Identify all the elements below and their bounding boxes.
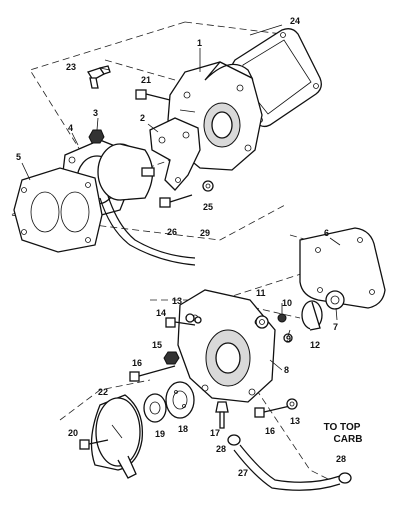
barb-fitting <box>215 401 229 429</box>
callout-16a: 16 <box>132 358 142 368</box>
fuel-hose-upper <box>99 195 196 266</box>
hose-clamp-right <box>338 472 352 484</box>
callout-24: 24 <box>290 16 300 26</box>
callout-21: 21 <box>141 75 151 85</box>
callout-12: 12 <box>310 340 320 350</box>
callout-20: 20 <box>68 428 78 438</box>
callout-15: 15 <box>152 340 162 350</box>
hose-clamp-left <box>227 434 241 446</box>
destination-note: TO TOP CARB <box>324 422 363 445</box>
callout-22: 22 <box>98 387 108 397</box>
pump-body-lower <box>177 289 276 403</box>
callout-3: 3 <box>93 108 98 118</box>
gasket-left <box>13 167 103 253</box>
callout-18: 18 <box>178 424 188 434</box>
callout-13b: 13 <box>290 416 300 426</box>
note-line-1: TO TOP <box>324 422 361 433</box>
screw-middle <box>159 194 193 208</box>
callout-7: 7 <box>333 322 338 332</box>
pump-end-cover <box>90 394 144 479</box>
callout-29: 29 <box>200 228 210 238</box>
callout-4: 4 <box>68 123 73 133</box>
leader-lines <box>21 24 341 371</box>
callout-28a: 28 <box>216 444 226 454</box>
callout-2: 2 <box>140 113 145 123</box>
callout-6: 6 <box>324 228 329 238</box>
screw-bottom-left <box>79 439 109 450</box>
gasket-right <box>299 227 386 309</box>
callout-8: 8 <box>284 365 289 375</box>
callout-26: 26 <box>167 227 177 237</box>
fuel-hose-lower <box>233 444 341 491</box>
nut <box>88 129 105 144</box>
elbow-fitting <box>87 65 111 89</box>
nut-lower <box>163 351 180 365</box>
long-screw-left <box>129 365 176 382</box>
callout-17: 17 <box>210 428 220 438</box>
callout-27: 27 <box>238 468 248 478</box>
check-valve <box>301 290 345 331</box>
lock-washer <box>202 180 214 192</box>
callout-25: 25 <box>203 202 213 212</box>
callout-23: 23 <box>66 62 76 72</box>
small-hardware-right <box>255 313 293 343</box>
callout-11: 11 <box>256 288 266 298</box>
part-callouts: 1 2 3 4 5 6 7 8 9 10 11 12 13 13 14 15 1… <box>16 16 346 478</box>
callout-1: 1 <box>197 38 202 48</box>
long-screw-right <box>254 405 291 418</box>
callout-9: 9 <box>286 334 291 344</box>
callout-5: 5 <box>16 152 21 162</box>
diaphragm-cup <box>97 143 155 201</box>
bracket-plate <box>149 117 201 191</box>
diaphragm-plate <box>143 381 195 423</box>
screws-top-lower <box>165 313 202 328</box>
callout-10: 10 <box>282 298 292 308</box>
callout-28b: 28 <box>336 454 346 464</box>
callout-19: 19 <box>155 429 165 439</box>
callout-13a: 13 <box>172 296 182 306</box>
callout-16b: 16 <box>265 426 275 436</box>
note-line-2: CARB <box>334 434 363 445</box>
washer-right <box>286 398 298 410</box>
screw-upper <box>135 89 171 101</box>
callout-14: 14 <box>156 308 166 318</box>
